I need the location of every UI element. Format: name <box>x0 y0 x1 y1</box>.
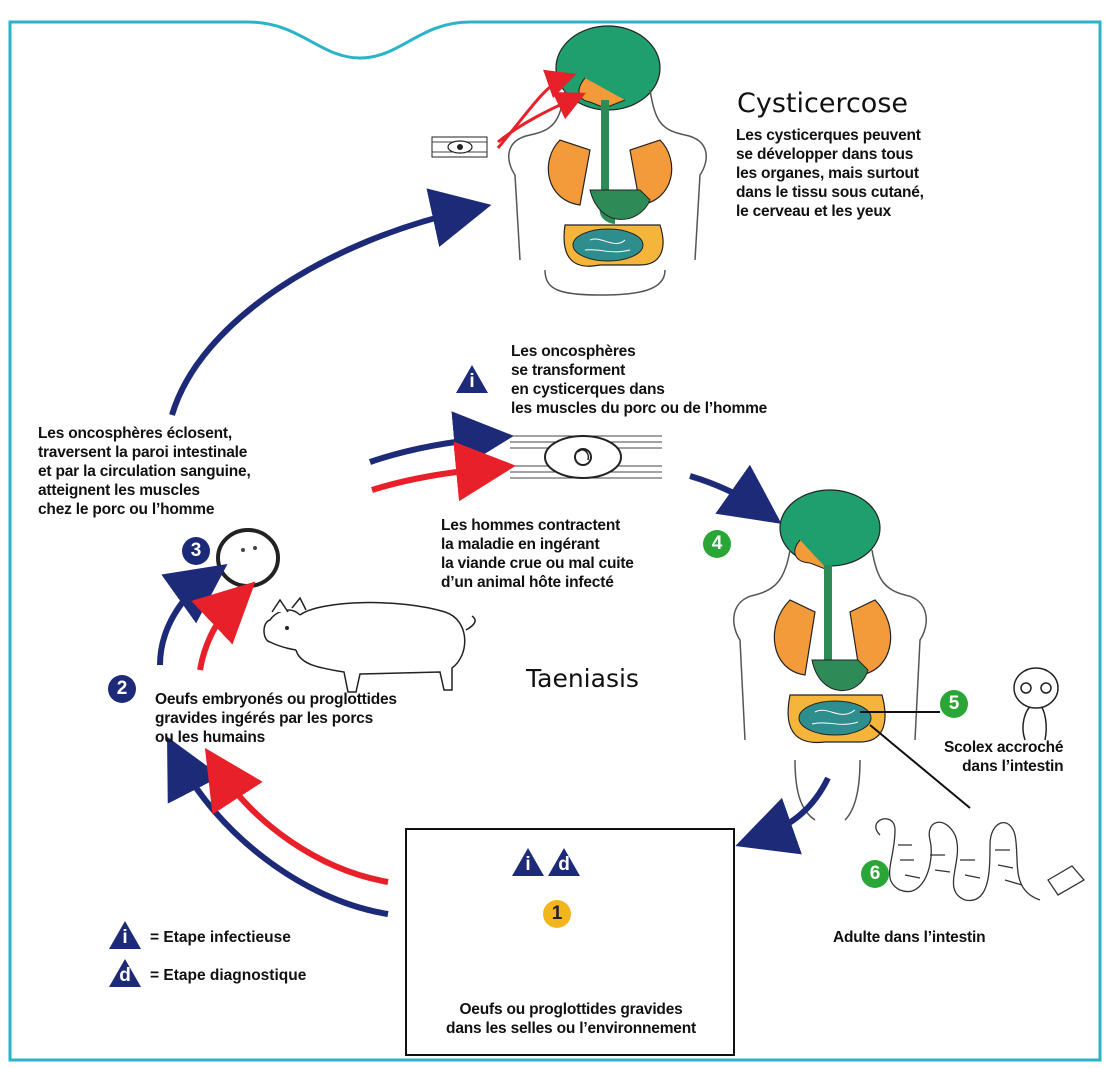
pointer-line-adult <box>869 724 971 809</box>
legend-infectious-label: = Etape infectieuse <box>150 929 291 946</box>
text-line: chez le porc ou l’homme <box>38 501 215 518</box>
text-line: et par la circulation sanguine, <box>38 463 251 480</box>
text-line: atteignent les muscles <box>38 482 200 499</box>
cysticercose-description: Les cysticerques peuvent se développer d… <box>736 126 924 221</box>
text-line: Les oncosphères éclosent, <box>38 425 232 442</box>
text-line: les organes, mais surtout <box>736 165 919 182</box>
eggs-ingested-text: Oeufs embryonés ou proglottides gravides… <box>155 690 397 747</box>
text-line: Adulte dans l’intestin <box>833 929 986 946</box>
human-figure-cysticercose <box>508 25 707 296</box>
step-1-badge: 1 <box>543 900 571 928</box>
text-line: la maladie en ingérant <box>441 536 600 553</box>
arrow-to-cysticercose <box>169 188 492 416</box>
text-line: la viande crue ou mal cuite <box>441 555 634 572</box>
legend-diagnostic-label: = Etape diagnostique <box>150 967 307 984</box>
eggs-stool-text: Oeufs ou proglottides gravides dans les … <box>418 1000 724 1038</box>
text-line: Scolex accroché <box>944 739 1064 756</box>
title-taeniasis: Taeniasis <box>526 664 639 693</box>
infectious-step-icon-muscle: i <box>455 364 489 394</box>
human-figure-taeniasis <box>733 489 927 821</box>
oncospheres-hatch-text: Les oncosphères éclosent, traversent la … <box>38 424 251 519</box>
text-line: Les oncosphères <box>511 343 636 360</box>
arrow-blue-source-to-step2 <box>167 736 389 917</box>
pig-illustration <box>263 596 476 693</box>
text-line: gravides ingérés par les porcs <box>155 710 373 727</box>
arrow-human-to-source <box>735 776 831 855</box>
step-3-badge: 3 <box>182 537 210 565</box>
scolex-text: Scolex accroché dans l’intestin <box>944 738 1064 776</box>
text-line: se développer dans tous <box>736 146 914 163</box>
text-line: dans l’intestin <box>962 758 1064 775</box>
text-line: Oeufs ou proglottides gravides <box>459 1001 683 1018</box>
page-frame <box>8 20 1102 1062</box>
text-line: les muscles du porc ou de l’homme <box>511 400 768 417</box>
muscle-cysticercus-illustration <box>510 432 662 482</box>
step-5-badge: 5 <box>940 690 968 718</box>
oncospheres-transform-text: Les oncosphères se transforment en cysti… <box>511 342 767 418</box>
eye-illustration <box>431 136 488 158</box>
step-6-badge: 6 <box>861 860 889 888</box>
icon-letter: d <box>558 854 570 875</box>
step-2-badge: 2 <box>108 675 136 703</box>
arrow-red-source-to-step2 <box>204 747 389 885</box>
text-line: dans le tissu sous cutané, <box>736 184 924 201</box>
infectious-step-icon-source: i <box>511 847 545 877</box>
legend-diagnostic-icon: d <box>108 958 142 988</box>
red-arrow-to-brain <box>496 69 577 149</box>
icon-letter: d <box>119 965 131 986</box>
icon-letter: i <box>469 371 475 392</box>
arrow-blue-to-muscle <box>369 411 514 472</box>
text-line: Les cysticerques peuvent <box>736 127 921 144</box>
oncosphere-illustration <box>216 528 280 588</box>
adult-text: Adulte dans l’intestin <box>833 928 986 947</box>
text-line: Oeufs embryonés ou proglottides <box>155 691 397 708</box>
arrow-red-to-oncosphere <box>191 581 256 671</box>
text-line: ou les humains <box>155 729 266 746</box>
arrow-muscle-to-human <box>689 464 782 524</box>
scolex-illustration <box>1013 667 1059 741</box>
arrow-red-to-muscle <box>371 441 516 502</box>
diagnostic-step-icon-source: d <box>547 847 581 877</box>
text-line: le cerveau et les yeux <box>736 203 892 220</box>
arrow-blue-to-oncosphere <box>157 564 228 666</box>
text-line: en cysticerques dans <box>511 381 665 398</box>
text-line: se transforment <box>511 362 626 379</box>
title-cysticercose: Cysticercose <box>737 88 908 119</box>
text-line: traversent la paroi intestinale <box>38 444 248 461</box>
legend-infectious-icon: i <box>108 920 142 950</box>
text-line: Les hommes contractent <box>441 517 621 534</box>
step-4-badge: 4 <box>703 530 731 558</box>
text-line: dans les selles ou l’environnement <box>446 1020 696 1037</box>
icon-letter: i <box>122 927 128 948</box>
adult-tapeworm-illustration <box>875 818 1086 901</box>
text-line: d’un animal hôte infecté <box>441 574 614 591</box>
icon-letter: i <box>525 854 531 875</box>
humans-contract-text: Les hommes contractent la maladie en ing… <box>441 516 634 592</box>
